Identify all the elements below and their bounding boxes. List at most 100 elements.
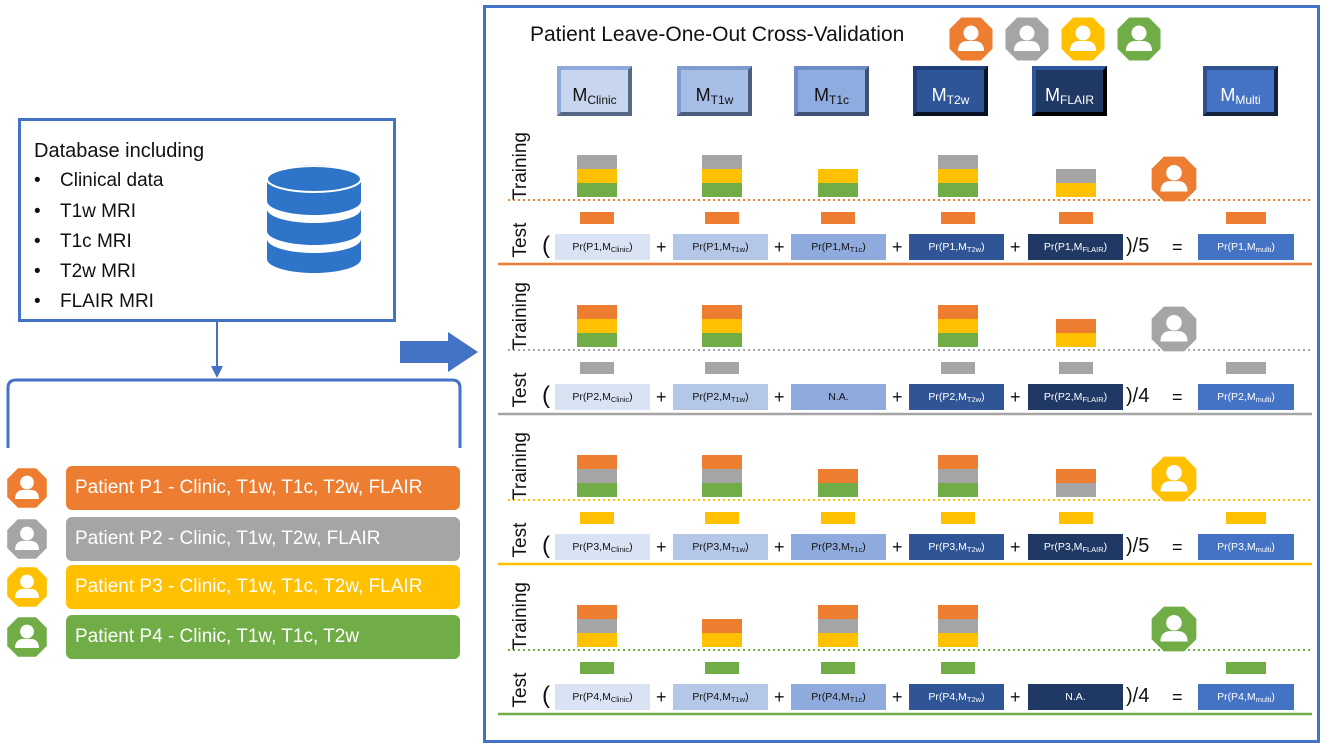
right-arrow-icon (400, 332, 478, 372)
cross-validation-box (483, 5, 1320, 743)
divisor: )/4 (1126, 385, 1150, 407)
database-item: •Clinical data (34, 170, 164, 191)
equals-operator: = (1172, 537, 1183, 557)
patient-avatar-icon (6, 566, 48, 608)
probability-term: Pr(P3,MT2w) (909, 534, 1004, 560)
training-bar (1056, 483, 1096, 497)
training-bar (702, 619, 742, 633)
training-bar (702, 183, 742, 197)
database-item: •T1w MRI (34, 201, 136, 222)
cv-title: Patient Leave-One-Out Cross-Validation (530, 23, 905, 46)
test-bar (1059, 362, 1093, 374)
test-bar (1226, 212, 1266, 224)
model-t1c: MT1c (794, 66, 869, 116)
left-out-patient-avatar-icon (1150, 305, 1198, 353)
test-bar (821, 662, 855, 674)
probability-term: N.A. (791, 384, 886, 410)
patient-box-p2: Patient P2 - Clinic, T1w, T2w, FLAIR (66, 517, 460, 561)
divisor: )/5 (1126, 535, 1150, 557)
test-bar (705, 212, 739, 224)
plus-operator: + (656, 237, 667, 257)
multi-result-term: Pr(P1,Mmulti) (1198, 234, 1294, 260)
multi-result-term: Pr(P3,Mmulti) (1198, 534, 1294, 560)
test-label: Test (510, 672, 531, 708)
patient-avatar-icon (1116, 16, 1162, 62)
plus-operator: + (1010, 237, 1021, 257)
plus-operator: + (774, 687, 785, 707)
test-bar (580, 212, 614, 224)
model-t2w: MT2w (913, 66, 988, 116)
test-bar (580, 662, 614, 674)
training-bar (938, 305, 978, 319)
training-bar (1056, 319, 1096, 333)
training-bar (577, 169, 617, 183)
left-out-patient-avatar-icon (1150, 605, 1198, 653)
test-bar (941, 212, 975, 224)
model-t1w: MT1w (677, 66, 752, 116)
test-bar (1226, 662, 1266, 674)
training-bar (577, 155, 617, 169)
training-bar (818, 169, 858, 183)
training-bar (818, 633, 858, 647)
patient-avatar-icon (6, 616, 48, 658)
test-bar (705, 512, 739, 524)
probability-term: Pr(P1,MFLAIR) (1028, 234, 1123, 260)
training-bar (577, 305, 617, 319)
training-bar (702, 169, 742, 183)
open-paren: ( (542, 232, 550, 259)
connector-bracket (6, 322, 462, 448)
training-bar (938, 455, 978, 469)
open-paren: ( (542, 382, 550, 409)
patient-box-p1: Patient P1 - Clinic, T1w, T1c, T2w, FLAI… (66, 466, 460, 510)
test-bar (941, 362, 975, 374)
multi-result-term: Pr(P2,Mmulti) (1198, 384, 1294, 410)
database-box (18, 118, 396, 322)
training-bar (1056, 183, 1096, 197)
patient-avatar-icon (6, 467, 48, 509)
training-bar (577, 183, 617, 197)
test-bar (1059, 512, 1093, 524)
divisor: )/5 (1126, 235, 1150, 257)
plus-operator: + (656, 537, 667, 557)
test-bar (580, 512, 614, 524)
patient-box-p3: Patient P3 - Clinic, T1w, T1c, T2w, FLAI… (66, 565, 460, 609)
plus-operator: + (892, 537, 903, 557)
training-bar (938, 605, 978, 619)
equals-operator: = (1172, 687, 1183, 707)
training-bar (577, 333, 617, 347)
training-bar (577, 633, 617, 647)
plus-operator: + (656, 387, 667, 407)
probability-term: Pr(P2,MFLAIR) (1028, 384, 1123, 410)
patient-avatar-icon (1060, 16, 1106, 62)
multi-result-term: Pr(P4,Mmulti) (1198, 684, 1294, 710)
training-bar (1056, 469, 1096, 483)
equals-operator: = (1172, 237, 1183, 257)
patient-avatar-icon (1004, 16, 1050, 62)
training-bar (938, 619, 978, 633)
training-bar (818, 183, 858, 197)
patient-avatar-icon (948, 16, 994, 62)
training-bar (1056, 333, 1096, 347)
model-clinic: MClinic (557, 66, 632, 116)
training-bar (818, 469, 858, 483)
training-bar (577, 469, 617, 483)
training-bar (938, 183, 978, 197)
training-bar (938, 319, 978, 333)
training-bar (577, 455, 617, 469)
test-bar (580, 362, 614, 374)
probability-term: Pr(P4,MClinic) (555, 684, 650, 710)
probability-term: N.A. (1028, 684, 1123, 710)
training-bar (938, 333, 978, 347)
probability-term: Pr(P1,MT1c) (791, 234, 886, 260)
open-paren: ( (542, 532, 550, 559)
probability-term: Pr(P3,MT1c) (791, 534, 886, 560)
plus-operator: + (892, 237, 903, 257)
plus-operator: + (892, 387, 903, 407)
probability-term: Pr(P4,MT1w) (673, 684, 768, 710)
plus-operator: + (774, 387, 785, 407)
test-bar (941, 512, 975, 524)
open-paren: ( (542, 682, 550, 709)
equals-operator: = (1172, 387, 1183, 407)
plus-operator: + (1010, 387, 1021, 407)
